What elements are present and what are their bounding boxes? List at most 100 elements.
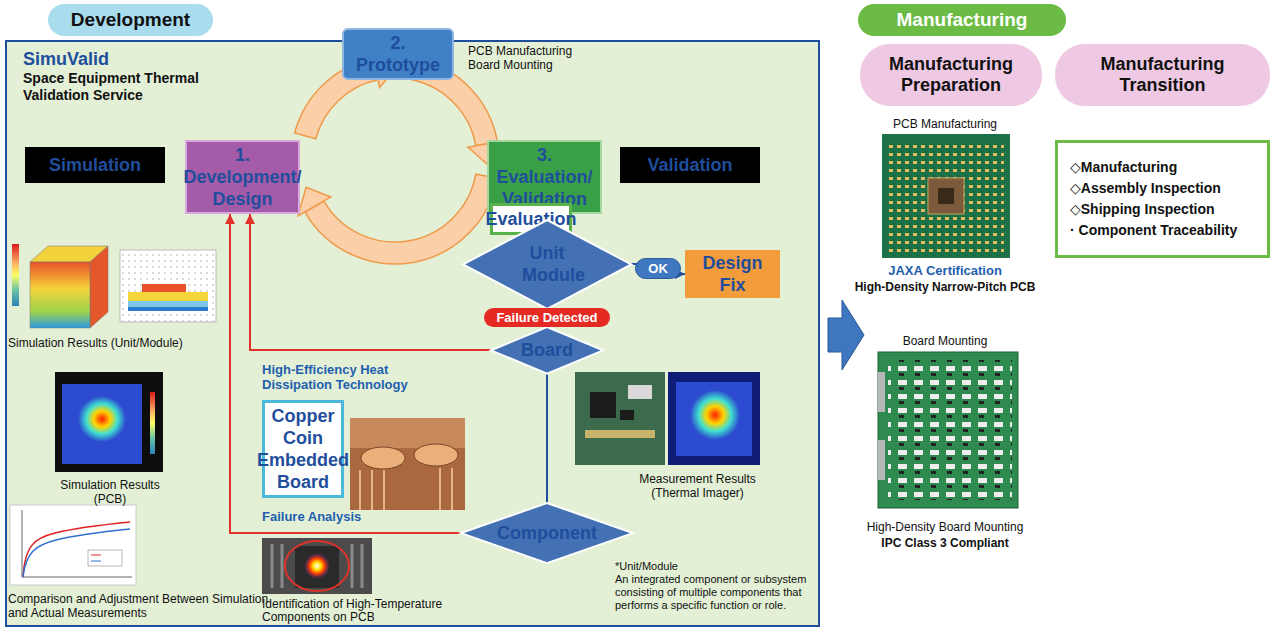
box-label: Evaluation — [485, 208, 576, 230]
photo-band — [350, 418, 465, 448]
decision-diamond: Board — [491, 327, 603, 374]
panel-subtitle: Space Equipment Thermal Validation Servi… — [23, 70, 223, 104]
feature-heading: Failure Analysis — [262, 509, 412, 524]
copper-coin-photo — [350, 418, 465, 510]
box-label: 3. Evaluation/ Validation — [495, 144, 594, 210]
technology-box: Copper Coin Embedded Board — [262, 400, 344, 498]
phase-box: Validation — [620, 147, 760, 183]
chart-key — [88, 550, 122, 566]
key-line — [91, 555, 101, 556]
connector — [230, 214, 461, 533]
pcb-simulation-image — [55, 372, 163, 472]
pcb-photo — [882, 134, 1010, 258]
box-label: ◇Manufacturing — [1070, 157, 1177, 178]
cycle-arrow — [305, 174, 497, 264]
image-caption: Comparison and Adjustment Between Simula… — [8, 592, 270, 620]
image-ground — [262, 538, 372, 594]
sim-section — [120, 250, 216, 322]
copper-coin — [361, 447, 405, 469]
unit-simulation-image — [12, 244, 216, 328]
result-box: Design Fix — [685, 250, 780, 298]
diamond-outline — [463, 220, 631, 309]
image-caption: PCB Manufacturing — [885, 117, 1005, 131]
box-label: Manufacturing Preparation — [866, 54, 1036, 96]
board-photo — [878, 352, 1018, 508]
footnote-term: *Unit/Module — [615, 560, 815, 573]
key-line — [91, 561, 101, 562]
copper-trace — [360, 468, 452, 510]
box-label: 1. Development/ Design — [183, 144, 301, 210]
decision-diamond: Unit Module — [463, 220, 631, 309]
diamond-shape — [463, 220, 631, 309]
image-caption: Board Mounting — [885, 334, 1005, 348]
certification-label: JAXA Certification — [850, 263, 1040, 278]
box-label: Unit Module — [522, 242, 572, 286]
cycle-arrowhead — [298, 187, 331, 216]
chip-core — [938, 188, 954, 204]
component-array — [888, 360, 1012, 500]
sim-layer — [128, 307, 208, 311]
pad-array — [888, 140, 1004, 252]
sim-colorbar — [150, 392, 155, 454]
box-label: Manufacturing Transition — [1061, 54, 1264, 96]
sim-layer — [128, 292, 208, 301]
step-box: 2. Prototype — [342, 28, 454, 80]
diamond-shape — [461, 503, 633, 563]
box-label: Simulation — [49, 154, 141, 176]
image-caption: High-Density Board Mounting — [850, 520, 1040, 534]
section-pill: Development — [48, 4, 213, 36]
chart-curve — [23, 529, 130, 577]
measurement-images — [575, 372, 760, 465]
section-pill: Manufacturing — [858, 4, 1066, 36]
edge-connector — [878, 440, 885, 480]
connector-part — [628, 385, 652, 399]
chip-body — [590, 392, 616, 418]
image-caption: Identification of High-Temperature Compo… — [262, 598, 487, 624]
sim-layer — [142, 284, 186, 292]
edge-label: OK — [635, 258, 681, 279]
sim-box-front — [30, 262, 90, 328]
box-label: ◇Assembly Inspection — [1070, 178, 1221, 199]
feature-label: High-Density Narrow-Pitch PCB — [835, 280, 1055, 294]
feature-heading: High-Efficiency Heat Dissipation Technol… — [262, 362, 442, 392]
transition-arrow — [828, 300, 864, 370]
footnote-text: An integrated component or subsystem con… — [615, 573, 815, 612]
sim-colorbar — [12, 244, 19, 306]
board-substrate — [878, 352, 1018, 508]
box-label: Copper Coin Embedded Board — [257, 405, 349, 493]
sim-layer — [128, 301, 208, 307]
chart-axes — [22, 510, 132, 577]
box-label: Manufacturing — [897, 9, 1028, 31]
box-label: ◇Shipping Inspection — [1070, 199, 1215, 220]
chart-curve — [23, 522, 130, 577]
connector-layer — [5, 40, 820, 627]
stage-pill: Manufacturing Transition — [1055, 44, 1270, 106]
box-label: Board — [521, 339, 573, 361]
step-box: 1. Development/ Design — [185, 140, 300, 214]
panel-art — [5, 40, 820, 627]
stage-pill: Manufacturing Preparation — [860, 44, 1042, 106]
box-label: · Component Traceability — [1070, 220, 1237, 241]
image-caption: Simulation Results (Unit/Module) — [8, 336, 218, 350]
edge-label: Failure Detected — [484, 308, 609, 327]
step-note: PCB Manufacturing Board Mounting — [468, 44, 598, 72]
hot-spot — [304, 553, 330, 579]
phase-box: Simulation — [25, 147, 165, 183]
decision-diamond: Component — [461, 503, 633, 563]
chip-site — [928, 178, 964, 214]
box-label: Validation — [647, 154, 732, 176]
box-label: Design Fix — [691, 252, 774, 296]
chip-body — [620, 410, 634, 420]
thermal-field — [62, 384, 142, 464]
feature-label: IPC Class 3 Compliant — [850, 536, 1040, 550]
board-photo — [575, 372, 665, 465]
sim-box-side — [90, 246, 108, 328]
connector-part — [585, 430, 655, 438]
checklist-box: ◇Manufacturing◇Assembly Inspection◇Shipp… — [1055, 140, 1270, 258]
thermal-photo — [668, 372, 760, 465]
diamond-shape — [491, 327, 603, 374]
connector — [546, 373, 548, 503]
cycle-ring — [295, 50, 506, 264]
box-label: Component — [497, 522, 597, 544]
